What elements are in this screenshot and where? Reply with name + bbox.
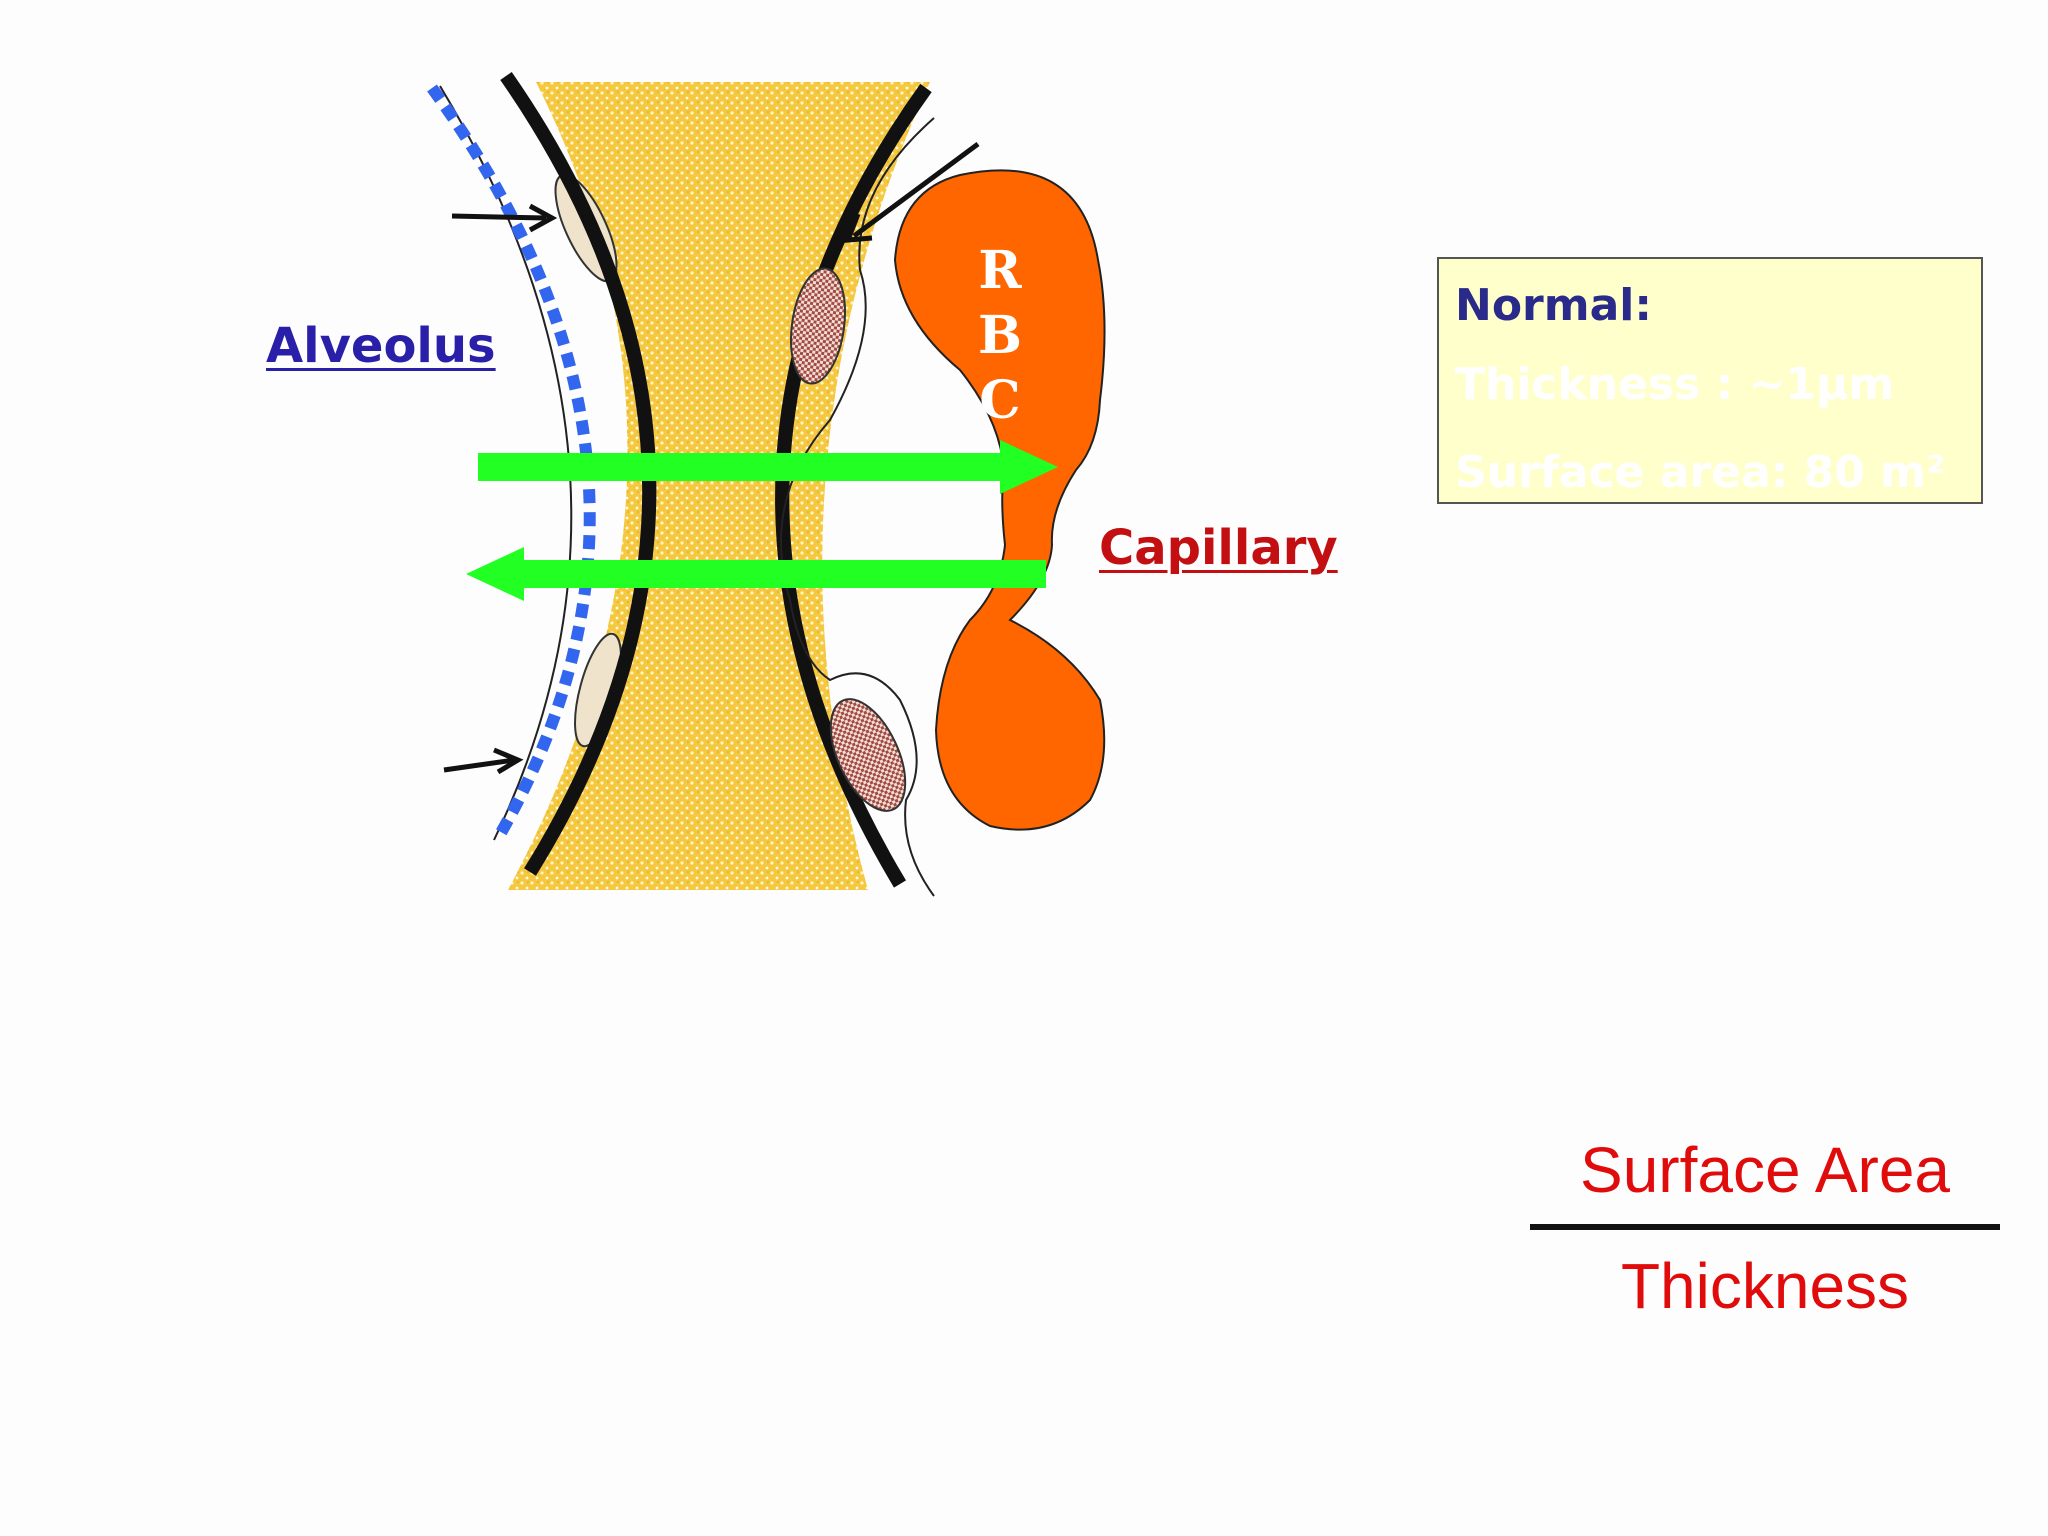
capillary-label: Capillary xyxy=(1099,520,1338,576)
info-box-title: Normal: xyxy=(1455,280,1652,331)
rbc-label: R B C xyxy=(970,238,1030,433)
normal-values-box: Normal: Thickness : ~1µm Surface area: 8… xyxy=(1437,257,1983,504)
rbc-letter: R xyxy=(978,240,1022,301)
rbc-letter: C xyxy=(979,370,1021,431)
rbc-shape xyxy=(893,169,1106,831)
alveolus-label: Alveolus xyxy=(266,318,496,374)
rbc-letter: B xyxy=(978,305,1022,366)
pointer-arrows xyxy=(443,141,980,775)
formula-numerator: Surface Area xyxy=(1580,1134,1950,1206)
fraction-bar xyxy=(1530,1224,2000,1230)
thickness-value: Thickness : ~1µm xyxy=(1455,359,1895,410)
diffusion-formula: Surface Area Thickness xyxy=(1530,1120,2000,1336)
capillary-endothelium xyxy=(780,117,935,897)
endothelial-nucleus-bottom xyxy=(829,698,907,812)
diffusion-arrow-left xyxy=(466,547,1046,601)
surface-area-value: Surface area: 80 m² xyxy=(1455,447,1946,498)
diffusion-arrow-right xyxy=(478,440,1058,494)
endothelial-nucleus-top xyxy=(790,267,846,385)
formula-denominator: Thickness xyxy=(1620,1250,1910,1322)
